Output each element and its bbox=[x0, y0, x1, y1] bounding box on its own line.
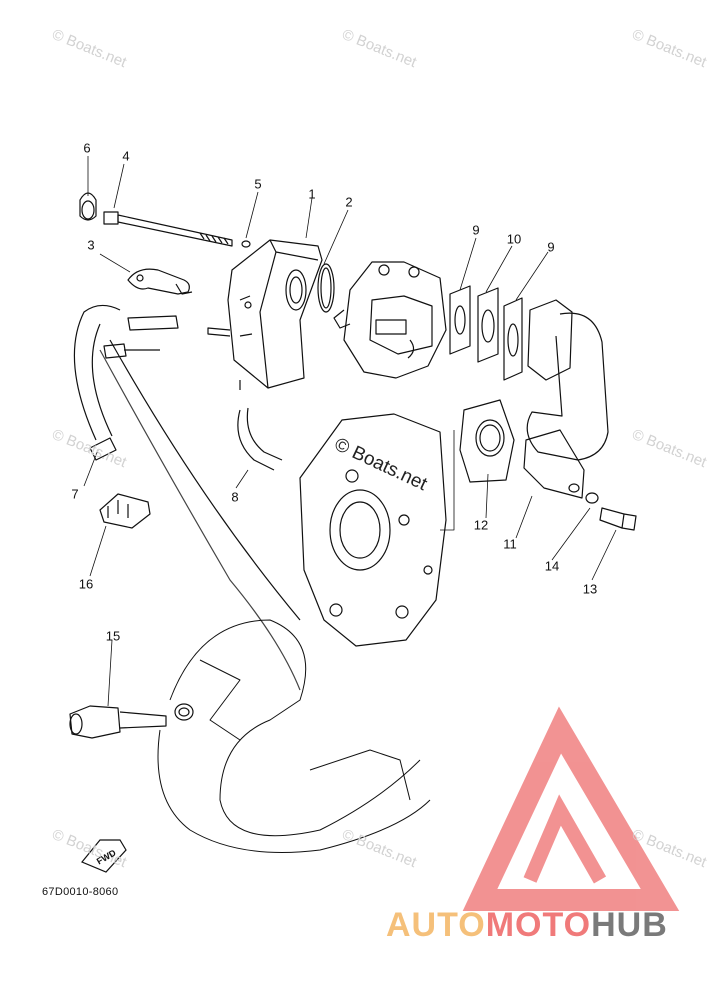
gasket-part-9-right bbox=[503, 297, 523, 381]
brand-part-moto: MOTO bbox=[485, 906, 592, 944]
fuel-hose-part-7 bbox=[73, 304, 121, 441]
callout-11: 11 bbox=[503, 536, 517, 552]
callout-1: 1 bbox=[308, 186, 316, 202]
callout-3: 3 bbox=[87, 237, 95, 253]
callout-13: 13 bbox=[582, 581, 598, 597]
callout-14: 14 bbox=[544, 558, 560, 574]
callout-4: 4 bbox=[122, 148, 130, 164]
cylinder-block bbox=[299, 413, 447, 647]
grommet-part bbox=[79, 192, 97, 221]
callout-16: 16 bbox=[78, 576, 94, 592]
bolt-part-13 bbox=[599, 507, 637, 531]
callout-15: 15 bbox=[105, 628, 121, 644]
brand-wordmark: AUTOMOTOHUB bbox=[386, 906, 668, 945]
callout-10: 10 bbox=[506, 231, 522, 247]
bracket-part bbox=[127, 268, 193, 295]
fwd-arrow-icon bbox=[81, 839, 127, 873]
automotohub-logo bbox=[462, 706, 680, 911]
gasket-part-9-left bbox=[449, 285, 471, 355]
intake-manifold-part bbox=[523, 299, 609, 499]
callout-2: 2 bbox=[345, 194, 353, 210]
clip-part-16 bbox=[99, 493, 151, 529]
callout-9-right: 9 bbox=[547, 239, 555, 255]
brand-part-auto: AUTO bbox=[386, 906, 486, 944]
o-ring-part bbox=[317, 263, 335, 313]
brand-part-hub: HUB bbox=[591, 906, 668, 944]
callout-9-left: 9 bbox=[472, 222, 480, 238]
carburetor-part bbox=[333, 261, 447, 379]
callout-6: 6 bbox=[83, 140, 91, 156]
washer-part-14 bbox=[585, 492, 599, 504]
callout-8: 8 bbox=[231, 489, 239, 505]
callout-7: 7 bbox=[71, 486, 79, 502]
callout-12: 12 bbox=[473, 517, 489, 533]
lower-casing-outline bbox=[157, 619, 431, 853]
long-bolt-part bbox=[103, 211, 233, 247]
connector-part-15 bbox=[69, 703, 194, 739]
spacer-part-10 bbox=[477, 287, 499, 363]
diagram-code: 67D0010-8060 bbox=[42, 886, 119, 898]
gasket-part-12 bbox=[459, 399, 515, 483]
fuel-pump-part bbox=[207, 239, 323, 390]
fuel-hose-part-8 bbox=[237, 409, 275, 471]
washer-part-5 bbox=[241, 240, 251, 248]
callout-5: 5 bbox=[254, 176, 262, 192]
